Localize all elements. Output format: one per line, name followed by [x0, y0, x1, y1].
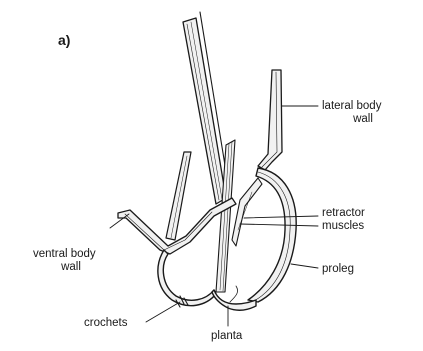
lateral-body-wall: [258, 70, 282, 170]
upper-strand: [183, 12, 230, 204]
panel-label: a): [58, 32, 70, 48]
proleg-left-lobe: [158, 250, 216, 306]
label-proleg: proleg: [322, 263, 354, 276]
label-retractor-muscles: retractor muscles: [322, 207, 365, 233]
label-crochets: crochets: [84, 317, 127, 330]
label-ventral-body-wall: ventral body wall: [33, 248, 109, 274]
short-muscle: [166, 152, 191, 240]
retractor-muscles: [216, 140, 262, 292]
label-lateral-body-wall: lateral body wall: [322, 100, 404, 126]
label-planta: planta: [211, 330, 242, 343]
